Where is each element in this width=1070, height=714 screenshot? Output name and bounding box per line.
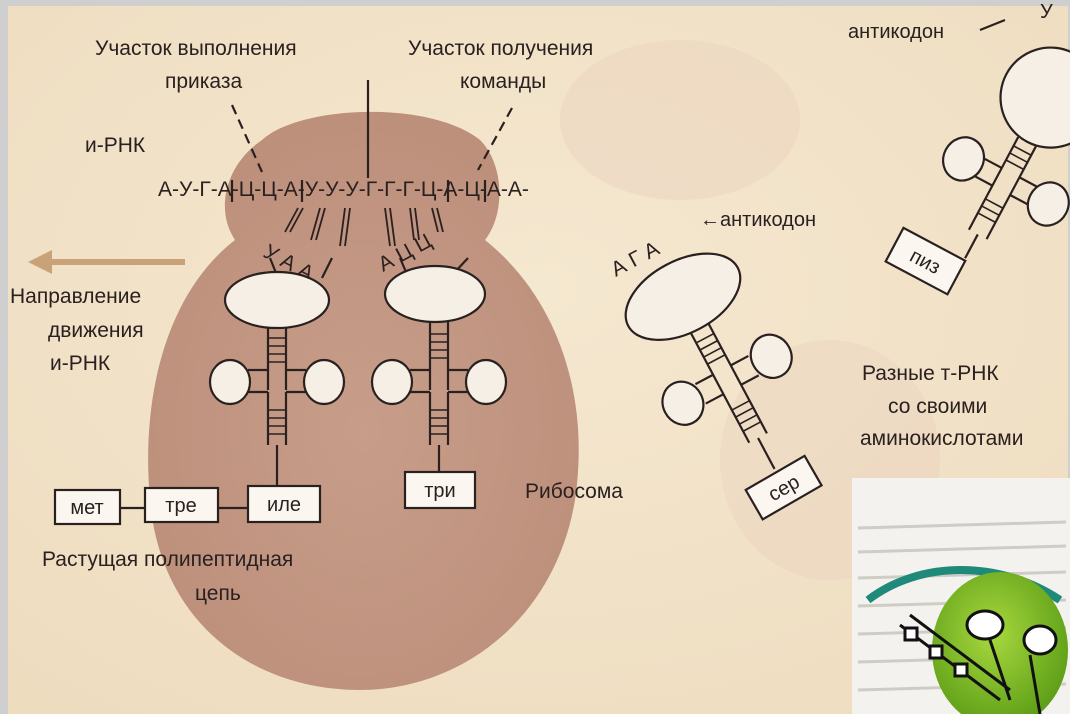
site-execute-label-line2: приказа	[165, 70, 243, 93]
mrna-sequence: А-У-Г-А-Ц-Ц-А-У-У-У-Г-Г-Г-Ц-А-Ц-А-А-	[158, 178, 529, 201]
site-receive-label-line2: команды	[460, 70, 546, 93]
amino-acid-ile: иле	[267, 494, 301, 516]
background-blob	[560, 40, 800, 200]
anticodon-label-2: антикодон	[848, 21, 944, 43]
inset-illustration	[852, 478, 1070, 714]
direction-label-line1: Направление	[10, 285, 141, 308]
site-receive-label-line1: Участок получения	[408, 37, 593, 60]
direction-label-line3: и-РНК	[50, 352, 111, 375]
mrna-label: и-РНК	[85, 134, 146, 157]
amino-acid-met: мет	[70, 497, 103, 519]
polypeptide-chain: мет тре иле	[55, 486, 320, 524]
chain-label-line1: Растущая полипептидная	[42, 548, 293, 571]
different-trna-label-line3: аминокислотами	[860, 427, 1023, 450]
anticodon-label-1: ←антикодон	[700, 209, 816, 231]
top-right-bases: У	[1040, 1, 1053, 23]
chain-label-line2: цепь	[195, 582, 241, 605]
different-trna-label-line2: со своими	[888, 395, 987, 418]
amino-acid-tre: тре	[165, 495, 196, 517]
ribosome-label: Рибосома	[525, 480, 623, 503]
amino-acid-tri: три	[424, 480, 455, 502]
different-trna-label-line1: Разные т-РНК	[862, 362, 999, 385]
site-execute-label-line1: Участок выполнения	[95, 37, 297, 60]
direction-label-line2: движения	[48, 319, 144, 342]
